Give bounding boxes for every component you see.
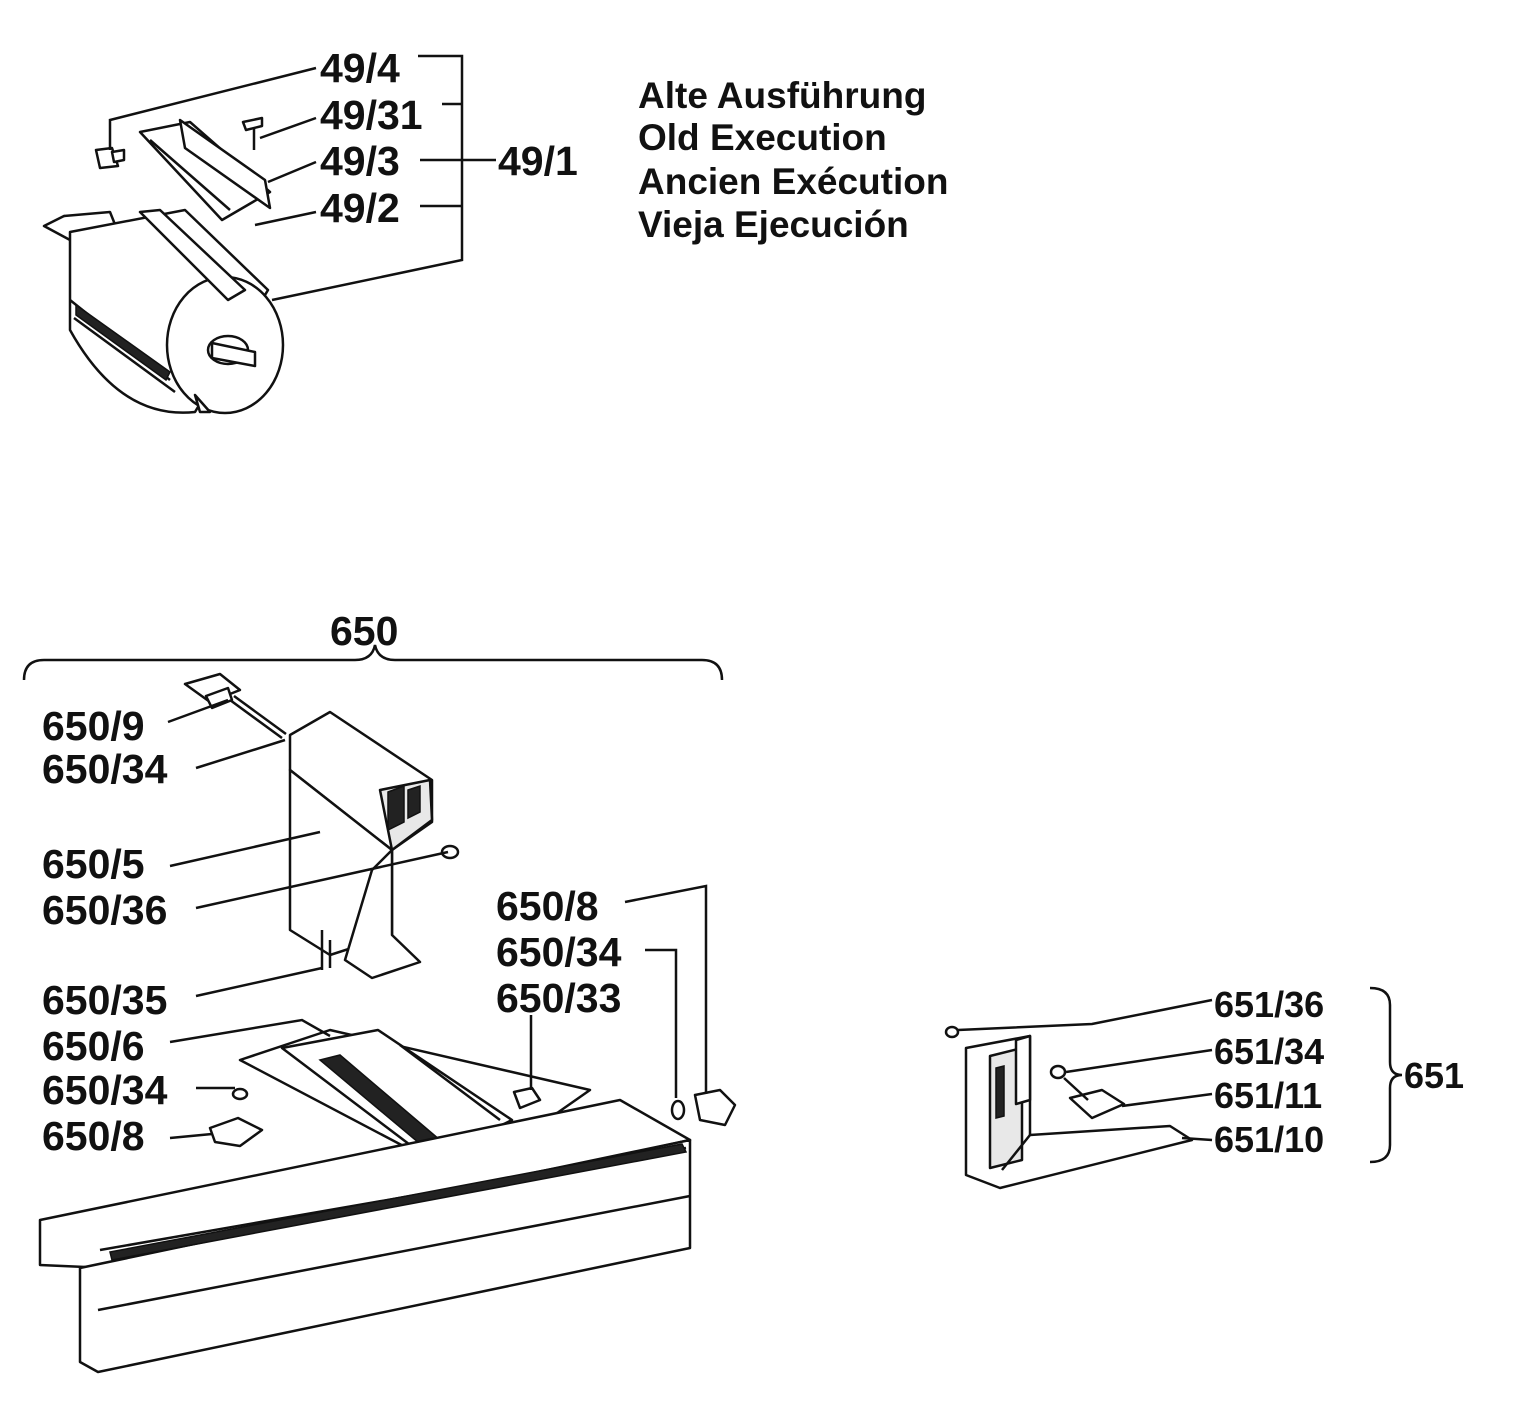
label-650-34-right: 650/34 (496, 929, 622, 975)
label-49-1: 49/1 (498, 138, 578, 184)
label-650-35: 650/35 (42, 977, 167, 1023)
label-650-5: 650/5 (42, 841, 145, 887)
old-execution-note: Alte Ausführung Old Execution Ancien Exé… (638, 75, 948, 245)
note-line-de: Alte Ausführung (638, 75, 926, 116)
cutter-drum-drawing (42, 116, 285, 415)
label-49-3: 49/3 (320, 138, 400, 184)
label-650-9: 650/9 (42, 703, 145, 749)
label-651-34: 651/34 (1214, 1031, 1324, 1072)
label-651-10: 651/10 (1214, 1119, 1324, 1160)
label-49-31: 49/31 (320, 92, 423, 138)
note-line-en: Old Execution (638, 117, 887, 158)
angle-bracket-drawing (944, 1025, 1194, 1190)
label-650-33: 650/33 (496, 975, 621, 1021)
label-651-11: 651/11 (1214, 1075, 1322, 1116)
label-651-36: 651/36 (1214, 984, 1324, 1025)
label-651: 651 (1404, 1055, 1464, 1096)
label-49-2: 49/2 (320, 185, 400, 231)
label-650-34-top: 650/34 (42, 746, 168, 792)
label-650-36: 650/36 (42, 887, 167, 933)
group-651-callouts: 651/36 651/34 651/11 651/10 651 (957, 984, 1464, 1164)
label-49-4: 49/4 (320, 45, 400, 91)
label-650-34-bottom: 650/34 (42, 1067, 168, 1113)
label-650: 650 (330, 608, 398, 654)
group-49-callouts: 49/4 49/31 49/3 49/2 49/1 (108, 45, 578, 302)
note-line-fr: Ancien Exécution (638, 161, 948, 202)
fence-drawing (38, 672, 737, 1374)
note-line-es: Vieja Ejecución (638, 204, 909, 245)
group-650-brace: 650 (22, 608, 724, 681)
group-650-callouts: 650/9 650/34 650/5 650/36 650/35 650/6 6… (42, 698, 708, 1159)
label-650-6: 650/6 (42, 1023, 145, 1069)
label-650-8-right: 650/8 (496, 883, 599, 929)
label-650-8-left: 650/8 (42, 1113, 145, 1159)
